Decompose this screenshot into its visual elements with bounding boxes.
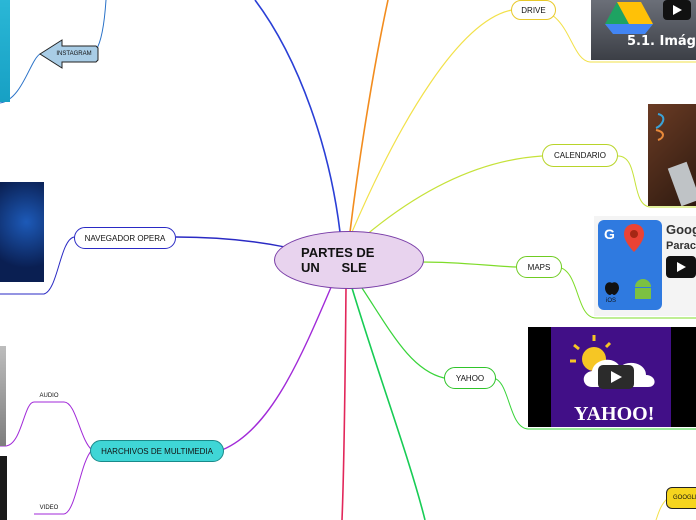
branch-audio [64, 402, 92, 450]
apple-logo-icon [604, 278, 620, 296]
maps-logo-block: G iOS [598, 220, 662, 310]
branch-top-blue [255, 0, 340, 232]
thumb-opera-image[interactable] [0, 182, 44, 282]
branch-video [64, 450, 92, 514]
map-pin-icon [624, 224, 644, 252]
branch-bottom-red [342, 288, 346, 520]
central-topic[interactable]: PARTES DE UN SLE [274, 231, 424, 289]
branch-top-orange [350, 0, 388, 232]
node-drive[interactable]: DRIVE [511, 0, 556, 20]
branch-yahoo [360, 285, 444, 378]
maps-video-subtitle: Parac [666, 240, 696, 252]
thumb-video-image[interactable] [0, 456, 7, 520]
play-button-icon [598, 365, 634, 389]
node-navegador-opera[interactable]: NAVEGADOR OPERA [74, 227, 176, 249]
branch-instagram [96, 0, 106, 50]
thumb-drive-video[interactable]: 5.1. Imág [591, 0, 696, 60]
thumb-calendario-image[interactable] [648, 104, 696, 206]
maps-ios-label: iOS [606, 298, 616, 304]
thumb-instagram-image[interactable] [0, 0, 10, 102]
maps-g-letter: G [604, 226, 615, 242]
node-maps[interactable]: MAPS [516, 256, 562, 278]
branch-maps [422, 262, 516, 267]
branch-multimedia [222, 285, 332, 450]
drive-logo-icon [595, 0, 665, 34]
calendar-photo-icon [648, 104, 696, 206]
node-google[interactable]: GOOGLE [666, 487, 696, 509]
android-logo-icon [632, 278, 654, 302]
node-yahoo[interactable]: YAHOO [444, 367, 496, 389]
central-topic-line1: PARTES DE [301, 245, 374, 260]
play-button-icon [663, 0, 691, 20]
branch-calendario [365, 156, 542, 236]
thumb-yahoo-video[interactable]: YAHOO! [528, 327, 696, 427]
node-video[interactable]: VIDEO [34, 502, 64, 514]
node-archivos-multimedia[interactable]: HARCHIVOS DE MULTIMEDIA [90, 440, 224, 462]
maps-video-title: Goog [666, 222, 696, 237]
play-button-icon [666, 256, 696, 278]
branch-drive [352, 10, 512, 232]
thumb-audio-image[interactable] [0, 346, 6, 446]
branch-navegador [176, 237, 285, 247]
branch-bottom-green [352, 288, 425, 520]
thumb-maps-video[interactable]: G iOS Goog Parac [594, 216, 696, 316]
drive-video-caption: 5.1. Imág [627, 34, 696, 49]
central-topic-line2: UN SLE [301, 260, 367, 275]
node-calendario[interactable]: CALENDARIO [542, 144, 618, 167]
node-audio[interactable]: AUDIO [34, 390, 64, 402]
node-instagram[interactable]: INSTAGRAM [52, 47, 96, 61]
yahoo-logo-text: YAHOO! [574, 403, 654, 426]
